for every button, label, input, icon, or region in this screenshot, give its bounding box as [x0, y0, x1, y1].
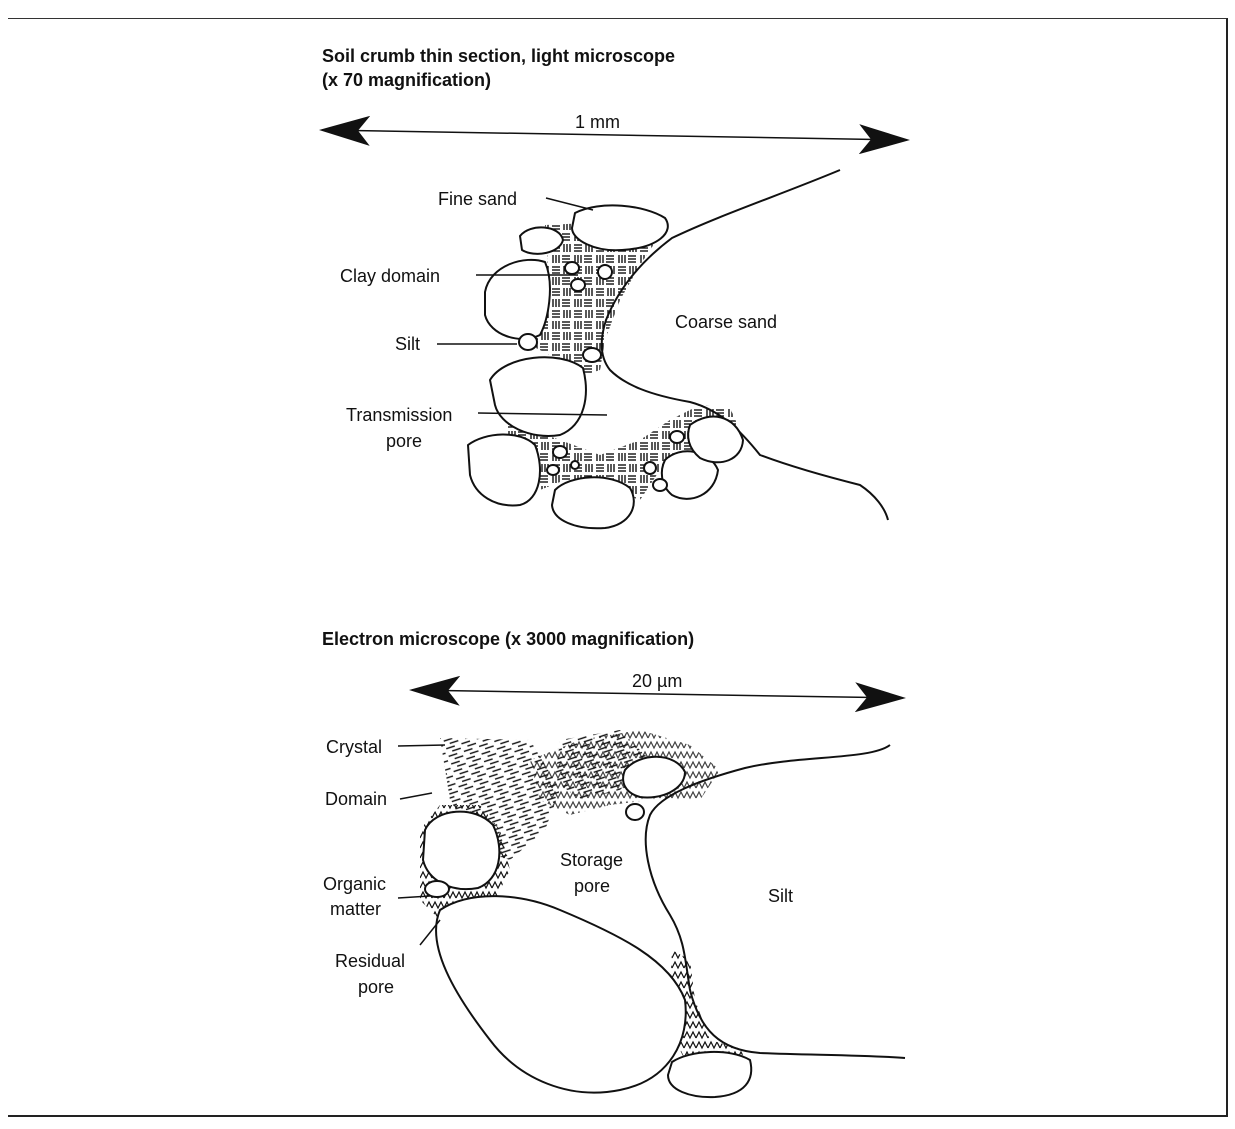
silt-particle — [547, 465, 559, 475]
label-residual-1: Residual — [335, 951, 405, 971]
silt-particle — [583, 348, 601, 362]
fine-sand-grain — [572, 205, 668, 250]
leader-crystal — [398, 745, 445, 746]
top-title-line1: Soil crumb thin section, light microscop… — [322, 46, 675, 66]
silt-particle — [644, 462, 656, 474]
large-lower-grain — [436, 896, 686, 1092]
silt-particle — [670, 431, 684, 443]
grain-lower-mid — [552, 477, 634, 528]
label-transmission-2: pore — [386, 431, 422, 451]
label-clay-domain: Clay domain — [340, 266, 440, 286]
label-fine-sand: Fine sand — [438, 189, 517, 209]
leader-transmission — [478, 413, 607, 415]
label-crystal: Crystal — [326, 737, 382, 757]
silt-particle — [565, 262, 579, 274]
label-residual-2: pore — [358, 977, 394, 997]
bottom-title: Electron microscope (x 3000 magnificatio… — [322, 629, 694, 649]
silt-particle — [653, 479, 667, 491]
bottom-scale-label: 20 µm — [632, 671, 682, 691]
label-storage-2: pore — [574, 876, 610, 896]
grain-lower-left — [468, 434, 540, 505]
leader-domain — [400, 793, 432, 799]
label-organic-2: matter — [330, 899, 381, 919]
leader-fine-sand — [546, 198, 593, 210]
bottom-scale-arrow — [412, 690, 903, 698]
silt-particle — [571, 279, 585, 291]
silt-particle — [571, 461, 579, 469]
grain-mid-left — [423, 812, 499, 889]
label-domain: Domain — [325, 789, 387, 809]
silt-particle — [553, 446, 567, 458]
grain-bottom-small — [668, 1052, 751, 1097]
organic-matter-particle — [425, 881, 449, 897]
bottom-panel: Electron microscope (x 3000 magnificatio… — [322, 629, 905, 1097]
label-transmission-1: Transmission — [346, 405, 452, 425]
label-silt-bottom: Silt — [768, 886, 793, 906]
grain-left-1 — [485, 260, 550, 339]
silt-particle — [626, 804, 644, 820]
label-organic-1: Organic — [323, 874, 386, 894]
grain-small-1 — [520, 227, 563, 253]
top-title-line2: (x 70 magnification) — [322, 70, 491, 90]
top-panel: Soil crumb thin section, light microscop… — [322, 46, 907, 528]
label-silt-top: Silt — [395, 334, 420, 354]
label-storage-1: Storage — [560, 850, 623, 870]
silt-particle — [598, 265, 612, 279]
silt-particle — [519, 334, 537, 350]
grain-transmission — [490, 357, 586, 436]
label-coarse-sand: Coarse sand — [675, 312, 777, 332]
top-scale-label: 1 mm — [575, 112, 620, 132]
